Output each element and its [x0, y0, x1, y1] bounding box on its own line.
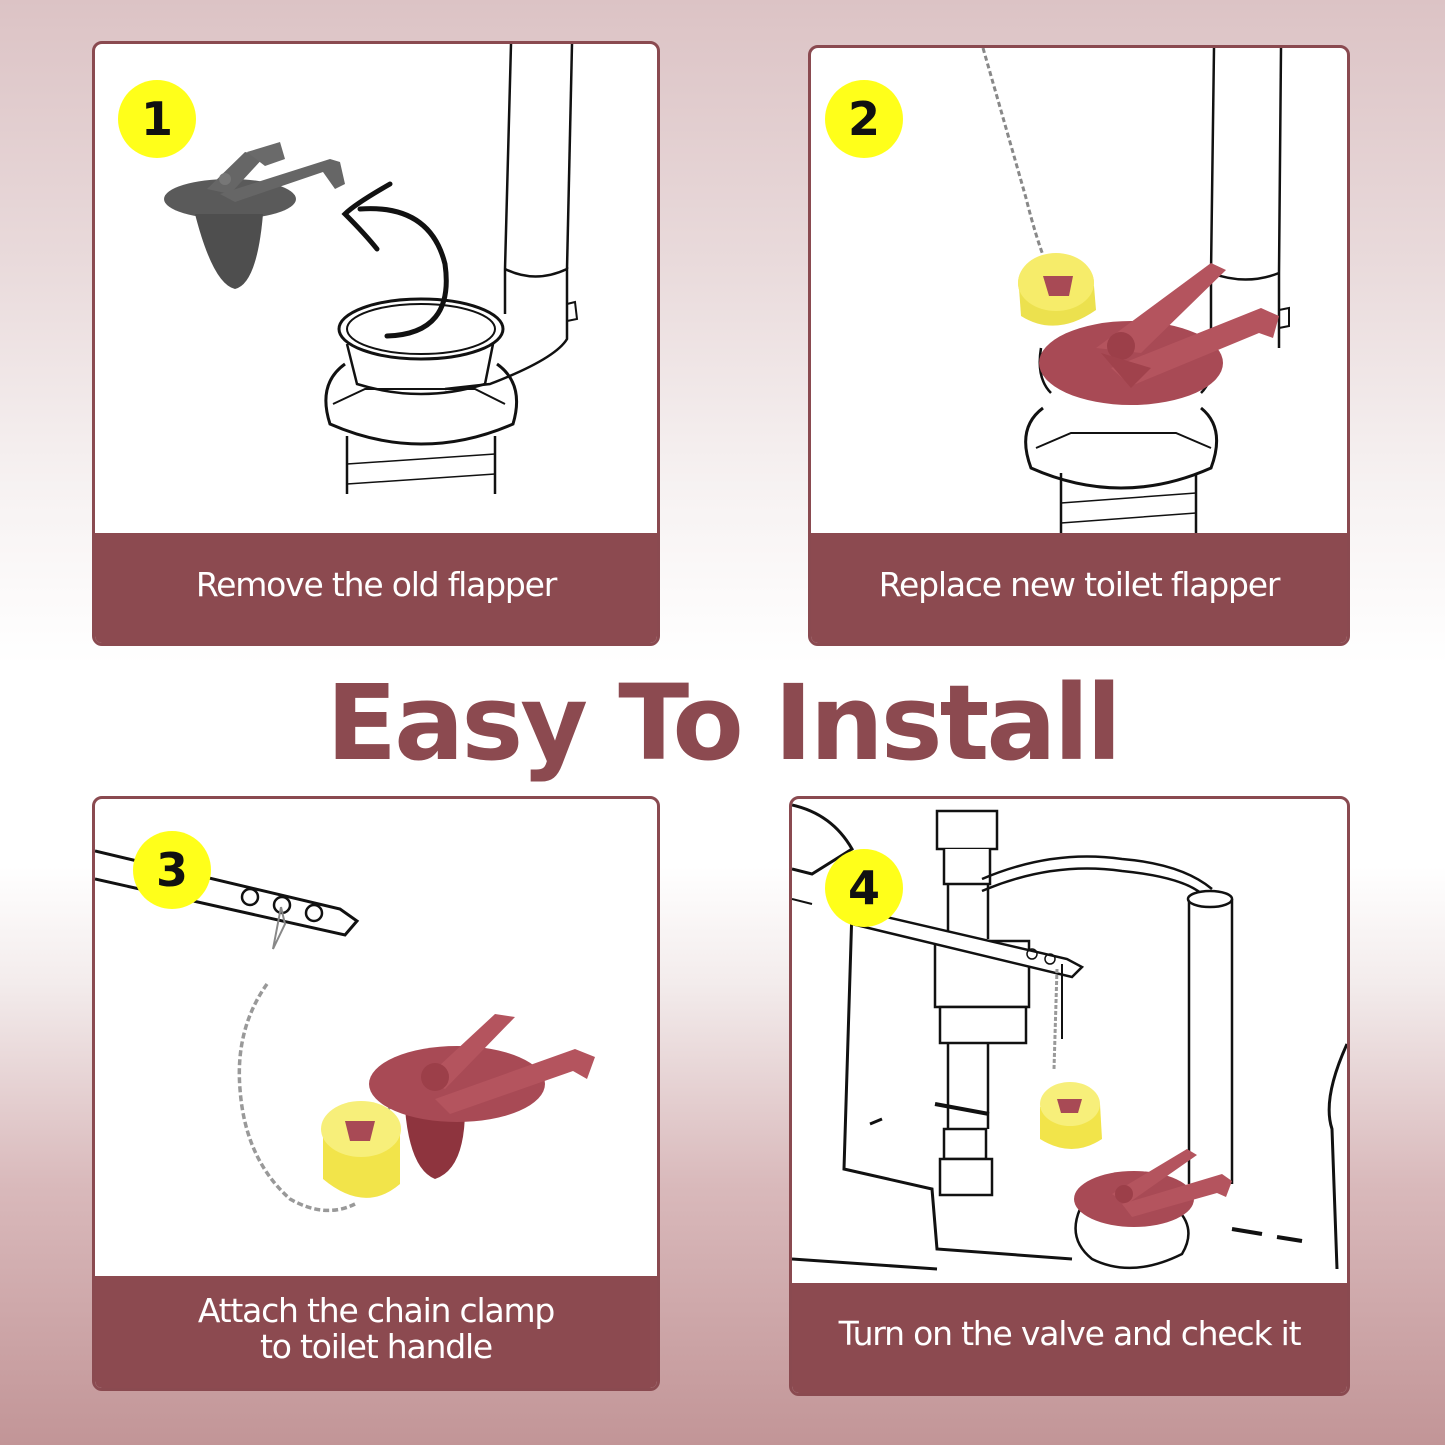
step-3-illustration	[95, 799, 657, 1279]
step-1-card: 1 Remove the old flapper	[92, 41, 660, 646]
step-2-card: 2 Replace new toilet flapper	[808, 45, 1350, 646]
step-2-illustration	[811, 48, 1347, 536]
step-4-card: 4 Turn on the valve and check it	[789, 796, 1350, 1396]
step-3-caption-line-2: to toilet handle	[259, 1327, 493, 1366]
step-4-caption: Turn on the valve and check it	[792, 1283, 1347, 1393]
step-3-number-badge: 3	[133, 831, 211, 909]
step-3-caption-line-1: Attach the chain clamp	[197, 1290, 556, 1330]
step-3-caption: Attach the chain clamp to toilet handle	[95, 1276, 657, 1388]
step-3-card: 3 Attach the chain clamp to toilet handl…	[92, 796, 660, 1391]
step-1-illustration	[95, 44, 657, 534]
step-2-number-badge: 2	[825, 80, 903, 158]
page-title: Easy To Install	[326, 662, 1122, 784]
step-1-number-badge: 1	[118, 80, 196, 158]
step-4-illustration	[792, 799, 1347, 1289]
step-2-caption: Replace new toilet flapper	[811, 533, 1347, 643]
step-1-caption: Remove the old flapper	[95, 533, 657, 643]
step-4-number-badge: 4	[825, 849, 903, 927]
